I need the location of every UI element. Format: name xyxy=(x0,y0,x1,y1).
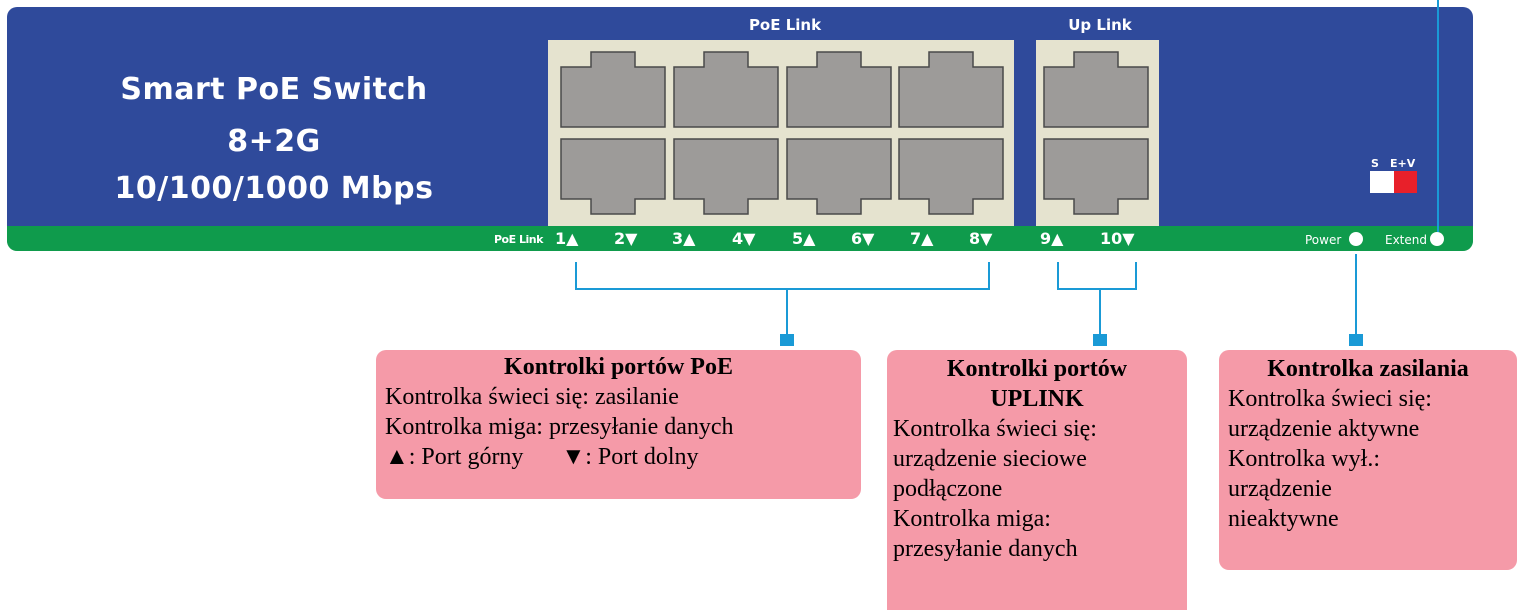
led-port-7: 7▲ xyxy=(910,229,934,248)
power-callout-line-4: urządzenie xyxy=(1228,476,1332,502)
poe-port-3 xyxy=(673,50,779,128)
poe-callout-line-2: Kontrolka miga: przesyłanie danych xyxy=(385,414,734,440)
up-port-legend: : Port górny xyxy=(408,444,524,470)
poe-callout-line-1: Kontrolka świeci się: zasilanie xyxy=(385,384,679,410)
device-title-line-1: Smart PoE Switch xyxy=(120,72,428,107)
mode-switch-s-side xyxy=(1370,171,1394,193)
led-port-8: 8▼ xyxy=(969,229,993,248)
led-port-6: 6▼ xyxy=(851,229,875,248)
led-port-2: 2▼ xyxy=(614,229,638,248)
power-callout-title: Kontrolka zasilania xyxy=(1267,356,1469,382)
poe-port-2 xyxy=(560,138,666,216)
poe-bracket-stem xyxy=(786,288,788,336)
uplink-connector-node xyxy=(1093,334,1107,346)
uplink-callout-line-1: Kontrolka świeci się: xyxy=(893,416,1097,442)
extend-led-indicator xyxy=(1430,232,1444,246)
uplink-callout-title-line-2: UPLINK xyxy=(990,386,1084,412)
switch-ev-label: E+V xyxy=(1390,157,1416,170)
poe-callout-title: Kontrolki portów PoE xyxy=(504,354,733,380)
power-callout-line-1: Kontrolka świeci się: xyxy=(1228,386,1432,412)
uplink-callout-line-3: podłączone xyxy=(893,476,1003,502)
uplink-bracket-stem xyxy=(1099,288,1101,336)
switch-s-label: S xyxy=(1371,157,1379,170)
power-led-callout: Kontrolka zasilania Kontrolka świeci się… xyxy=(1219,350,1517,570)
extend-connector-line xyxy=(1437,0,1439,232)
led-port-5: 5▲ xyxy=(792,229,816,248)
up-triangle-icon: ▲ xyxy=(385,444,409,470)
device-title-line-3: 10/100/1000 Mbps xyxy=(114,171,434,206)
uplink-callout-line-4: Kontrolka miga: xyxy=(893,506,1051,532)
poe-callout-legend: ▲: Port górny ▼: Port dolny xyxy=(385,442,861,472)
uplink-bracket-right xyxy=(1135,262,1137,290)
uplink-port-9 xyxy=(1043,50,1149,128)
power-callout-line-3: Kontrolka wył.: xyxy=(1228,446,1380,472)
power-callout-line-5: nieaktywne xyxy=(1228,506,1339,532)
poe-port-1 xyxy=(560,50,666,128)
uplink-callout-title-line-1: Kontrolki portów xyxy=(946,356,1128,382)
uplink-callout-line-2: urządzenie sieciowe xyxy=(893,446,1087,472)
led-port-4: 4▼ xyxy=(732,229,756,248)
poe-port-5 xyxy=(786,50,892,128)
uplink-leds-callout: Kontrolki portów UPLINK Kontrolka świeci… xyxy=(887,350,1187,610)
poe-port-4 xyxy=(673,138,779,216)
down-triangle-icon: ▼ xyxy=(561,444,586,470)
uplink-group-label: Up Link xyxy=(1068,16,1132,34)
power-connector-node xyxy=(1349,334,1363,346)
poe-bracket-right xyxy=(988,262,990,290)
led-port-10: 10▼ xyxy=(1100,229,1135,248)
power-led-indicator xyxy=(1349,232,1363,246)
power-connector-line xyxy=(1355,254,1357,336)
strip-poe-link-label: PoE Link xyxy=(494,233,543,246)
led-port-3: 3▲ xyxy=(672,229,696,248)
poe-bracket-bar xyxy=(575,288,990,290)
led-port-9: 9▲ xyxy=(1040,229,1064,248)
power-led-label: Power xyxy=(1305,233,1342,247)
poe-bracket-left xyxy=(575,262,577,290)
poe-group-label: PoE Link xyxy=(748,16,822,34)
poe-port-8 xyxy=(898,138,1004,216)
led-port-1: 1▲ xyxy=(555,229,579,248)
power-callout-line-2: urządzenie aktywne xyxy=(1228,416,1420,442)
mode-switch-ev-side xyxy=(1394,171,1417,193)
poe-port-6 xyxy=(786,138,892,216)
extend-led-label: Extend xyxy=(1385,233,1427,247)
poe-port-7 xyxy=(898,50,1004,128)
poe-connector-node xyxy=(780,334,794,346)
led-status-strip xyxy=(7,226,1473,251)
device-title-line-2: 8+2G xyxy=(227,124,321,159)
uplink-bracket-bar xyxy=(1057,288,1137,290)
uplink-bracket-left xyxy=(1057,262,1059,290)
uplink-port-10 xyxy=(1043,138,1149,216)
down-port-legend: : Port dolny xyxy=(585,444,699,470)
uplink-callout-line-5: przesyłanie danych xyxy=(893,536,1078,562)
poe-leds-callout: Kontrolki portów PoE Kontrolka świeci si… xyxy=(376,350,861,499)
